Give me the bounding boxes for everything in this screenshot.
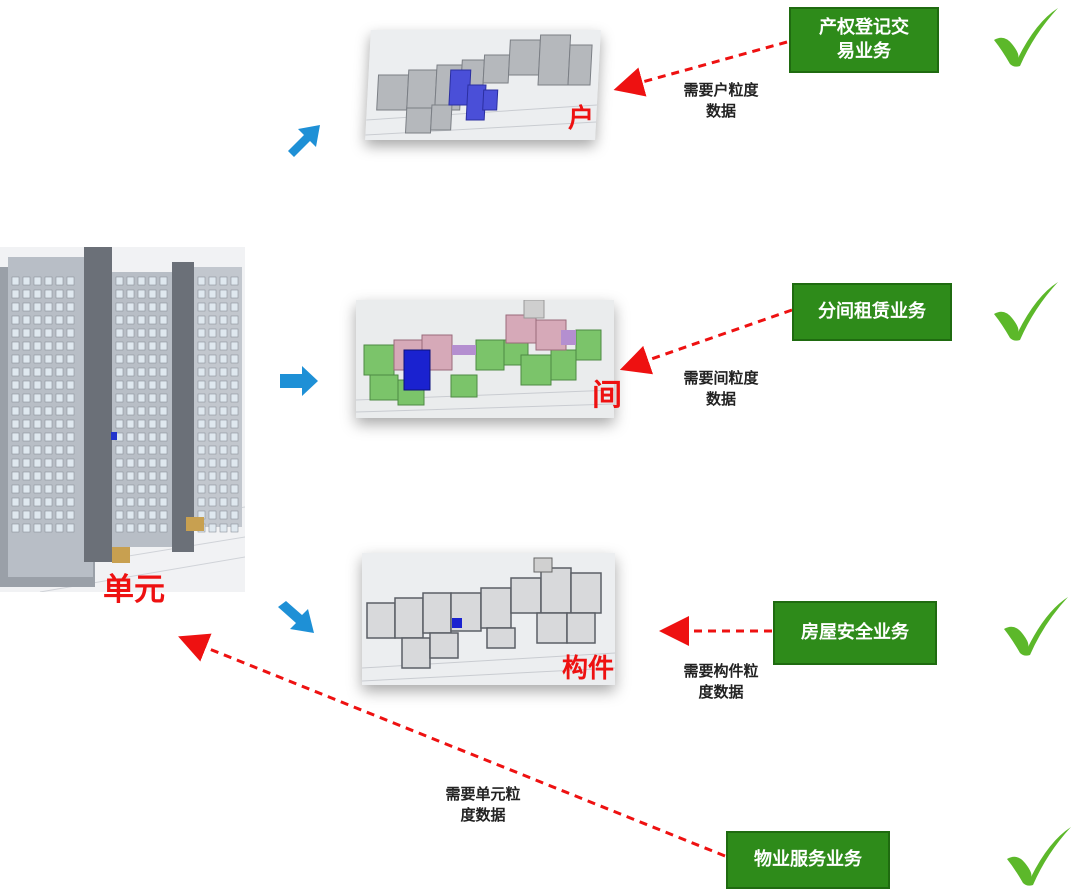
requirement-component-line1: 需要构件粒	[683, 662, 759, 680]
dashed-arrow-unit	[178, 633, 726, 858]
blue-arrow-icon	[288, 125, 320, 157]
requirement-unit-line2: 度数据	[460, 806, 506, 824]
requirement-component: 需要构件粒 度数据	[660, 661, 782, 703]
business-box-safety: 房屋安全业务	[773, 601, 937, 665]
requirement-room-line2: 数据	[705, 390, 736, 408]
blue-arrow-icon	[278, 601, 314, 633]
component-model-image	[362, 553, 615, 685]
component-label: 构件	[562, 654, 615, 684]
requirement-household-line2: 数据	[705, 102, 736, 120]
requirement-unit: 需要单元粒 度数据	[418, 784, 548, 826]
check-icon	[1007, 827, 1071, 886]
dashed-arrow-room	[619, 308, 793, 375]
business-box-property-line2: 易业务	[837, 41, 891, 62]
check-icon	[1004, 597, 1068, 656]
business-box-property-line1: 产权登记交	[819, 17, 909, 38]
household-model-image	[365, 30, 601, 140]
room-model-image	[356, 300, 614, 418]
building-label: 单元	[103, 572, 165, 608]
requirement-room-line1: 需要间粒度	[683, 369, 759, 387]
building-image	[0, 247, 245, 592]
check-icon	[994, 282, 1058, 341]
business-box-property: 产权登记交 易业务	[789, 7, 939, 73]
household-label: 户	[568, 104, 595, 134]
requirement-unit-line1: 需要单元粒	[445, 785, 521, 803]
requirement-household: 需要户粒度 数据	[660, 80, 782, 122]
requirement-room: 需要间粒度 数据	[660, 368, 782, 410]
room-label: 间	[592, 378, 622, 413]
requirement-household-line1: 需要户粒度	[683, 81, 759, 99]
requirement-component-line2: 度数据	[698, 683, 744, 701]
business-box-rental: 分间租赁业务	[792, 283, 952, 341]
business-box-property-service: 物业服务业务	[726, 831, 890, 889]
blue-arrow-icon	[280, 366, 318, 396]
check-icon	[994, 8, 1058, 67]
